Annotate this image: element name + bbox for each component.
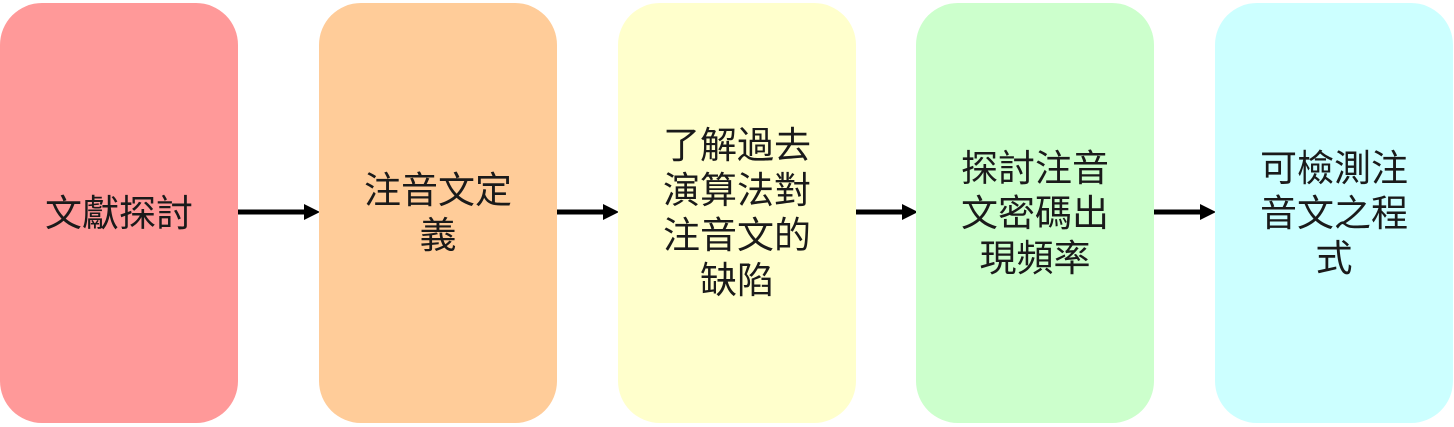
right-arrow-icon <box>557 204 619 220</box>
step-label: 探討注音文密碼出現頻率 <box>961 146 1109 280</box>
flow-arrow <box>856 202 918 222</box>
right-arrow-icon <box>856 204 918 220</box>
flow-arrow <box>1154 202 1216 222</box>
right-arrow-icon <box>1154 204 1216 220</box>
step-past-algorithm-defects: 了解過去演算法對注音文的缺陷 <box>618 3 856 423</box>
step-label: 文獻探討 <box>45 191 193 235</box>
step-detection-program: 可檢測注音文之程式 <box>1215 3 1453 423</box>
right-arrow-icon <box>238 204 320 220</box>
flow-arrow <box>238 202 320 222</box>
step-label: 可檢測注音文之程式 <box>1260 146 1408 280</box>
step-frequency-analysis: 探討注音文密碼出現頻率 <box>916 3 1154 423</box>
step-definition: 注音文定義 <box>319 3 557 423</box>
step-label: 注音文定義 <box>364 169 512 257</box>
step-literature-review: 文獻探討 <box>0 3 238 423</box>
flow-arrow <box>557 202 619 222</box>
step-label: 了解過去演算法對注音文的缺陷 <box>663 124 811 302</box>
